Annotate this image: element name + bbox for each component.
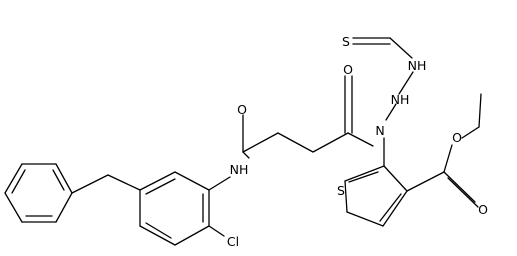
bond-lines [4,37,482,246]
atom-labels: O O S NH NH N NH Cl S O O [227,34,488,249]
atom-label-hydrazine-nh-upper: NH [408,58,427,73]
atom-label-hydrazine-nh-lower: NH [391,92,410,107]
atom-label-ester-oxygen-double: O [478,202,488,217]
atom-label-acyl-oxygen: O [343,62,353,77]
atom-label-anilide-nh: NH [230,162,249,177]
atom-label-chlorine: Cl [227,234,239,249]
atom-label-ester-oxygen-single: O [452,130,462,145]
atom-label-thioformyl-sulfur: S [342,34,350,49]
atom-label-acyl-nitrogen: N [375,123,384,138]
atom-label-thiophene-sulfur: S [337,183,345,198]
atom-label-amide-oxygen: O [237,102,247,117]
